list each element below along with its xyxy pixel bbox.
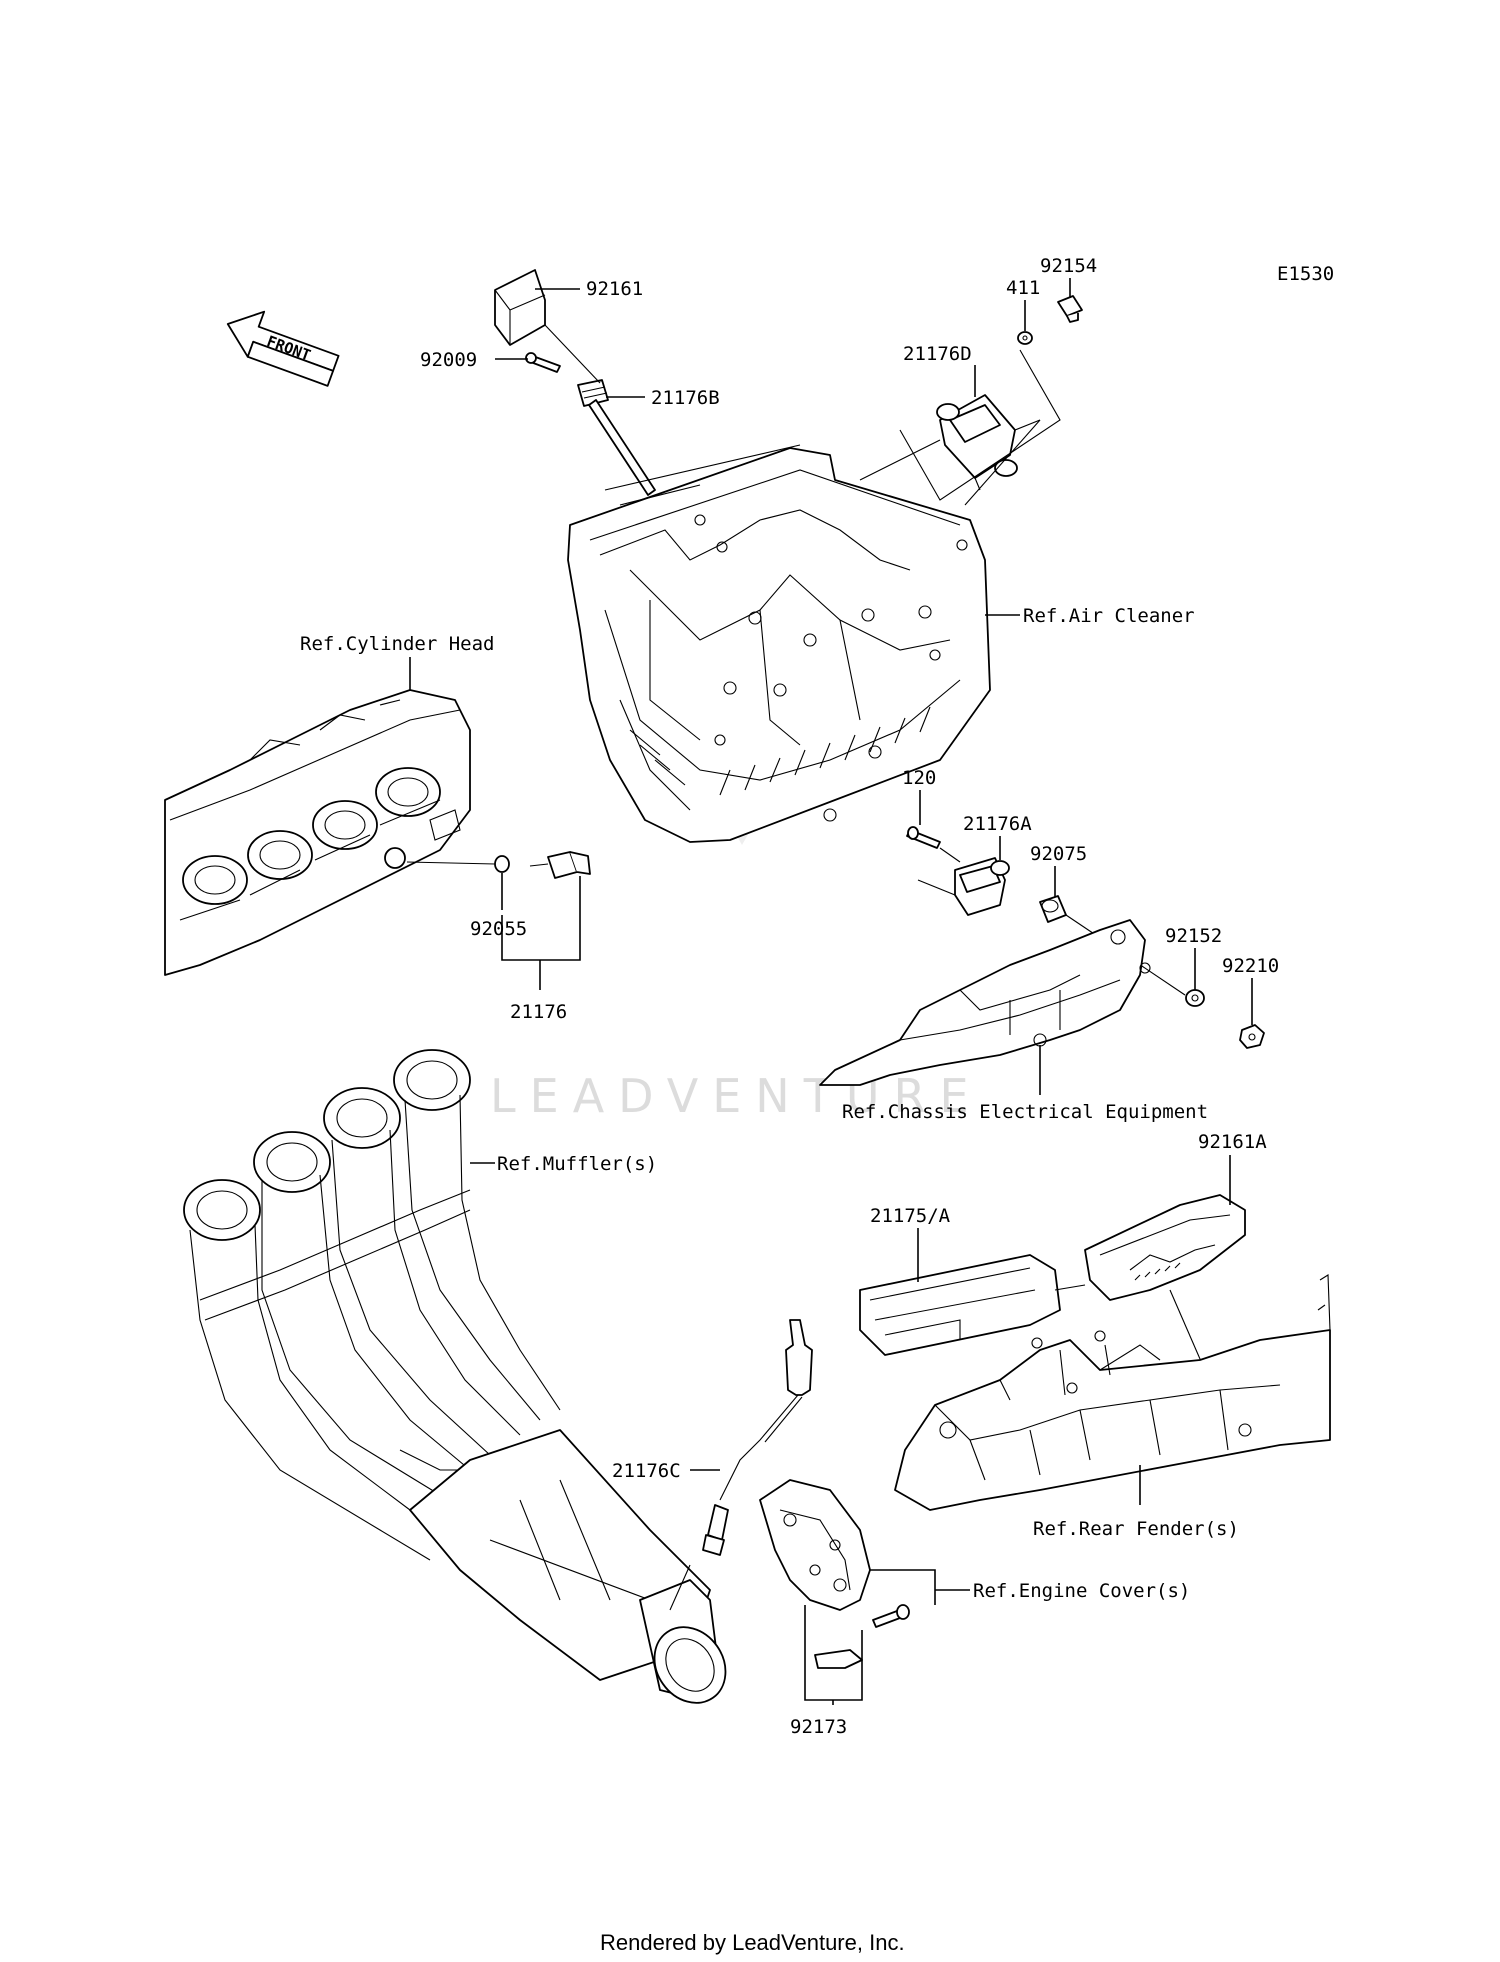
callout-92075[interactable]: 92075	[1030, 843, 1087, 865]
part-120-bolt[interactable]	[906, 826, 941, 849]
part-92009-screw[interactable]	[525, 352, 561, 373]
callout-ref-air-cleaner[interactable]: Ref.Air Cleaner	[1023, 605, 1195, 627]
part-21176B-sensor[interactable]	[577, 379, 656, 496]
part-21176A-sensor[interactable]	[954, 857, 1010, 916]
part-92173-clamp[interactable]	[814, 1649, 863, 1669]
part-411-washer[interactable]	[1017, 331, 1033, 345]
callout-92161[interactable]: 92161	[586, 278, 643, 300]
rear-fender	[894, 1274, 1331, 1511]
callout-92154[interactable]: 92154	[1040, 255, 1097, 277]
cylinder-head	[164, 689, 471, 976]
part-92055-washer[interactable]	[494, 855, 510, 873]
front-arrow-icon: FRONT	[226, 310, 340, 387]
part-92161A-cover[interactable]	[1084, 1194, 1246, 1301]
part-92210-nut[interactable]	[1239, 1024, 1265, 1049]
air-cleaner-housing	[567, 444, 991, 843]
callout-92152[interactable]: 92152	[1165, 925, 1222, 947]
diagram-code: E1530	[1277, 263, 1334, 285]
callout-21176A[interactable]: 21176A	[963, 813, 1032, 835]
rendered-by-footer: Rendered by LeadVenture, Inc.	[600, 1930, 905, 1955]
part-21175A-ecu[interactable]	[859, 1254, 1061, 1356]
callout-92009[interactable]: 92009	[420, 349, 477, 371]
watermark-text: LEADVENTURE	[490, 1069, 983, 1123]
callout-ref-rear-fender[interactable]: Ref.Rear Fender(s)	[1033, 1518, 1239, 1540]
engine-cover-bracket	[759, 1479, 871, 1611]
callout-21176C[interactable]: 21176C	[612, 1460, 681, 1482]
part-21176-sensor[interactable]	[529, 851, 591, 879]
callout-ref-cylinder-head[interactable]: Ref.Cylinder Head	[300, 633, 494, 655]
callout-21176D[interactable]: 21176D	[903, 343, 972, 365]
callout-21176B[interactable]: 21176B	[651, 387, 720, 409]
part-92075-grommet[interactable]	[1039, 895, 1067, 923]
part-21176C-o2-sensor[interactable]	[702, 1319, 813, 1556]
part-92173-bolt[interactable]	[872, 1604, 910, 1628]
callout-ref-engine-cover[interactable]: Ref.Engine Cover(s)	[973, 1580, 1190, 1602]
callout-92210[interactable]: 92210	[1222, 955, 1279, 977]
callout-92161A[interactable]: 92161A	[1198, 1131, 1267, 1153]
callout-120[interactable]: 120	[902, 767, 936, 789]
chassis-electrical-bracket	[819, 919, 1151, 1086]
callout-ref-chassis-electrical[interactable]: Ref.Chassis Electrical Equipment	[842, 1101, 1208, 1123]
callout-ref-mufflers[interactable]: Ref.Muffler(s)	[497, 1153, 657, 1175]
part-92161-block[interactable]	[494, 269, 546, 346]
callout-21175A[interactable]: 21175/A	[870, 1205, 951, 1227]
part-21176D-sensor[interactable]	[936, 394, 1018, 491]
callout-411[interactable]: 411	[1006, 277, 1040, 299]
exhaust-headers	[183, 1049, 561, 1561]
callout-92173[interactable]: 92173	[790, 1716, 847, 1738]
part-92154-bolt[interactable]	[1057, 295, 1083, 323]
callout-92055[interactable]: 92055	[470, 918, 527, 940]
muffler-tailpipe	[639, 1579, 727, 1704]
callout-21176[interactable]: 21176	[510, 1001, 567, 1023]
part-92152-collar[interactable]	[1185, 989, 1205, 1007]
